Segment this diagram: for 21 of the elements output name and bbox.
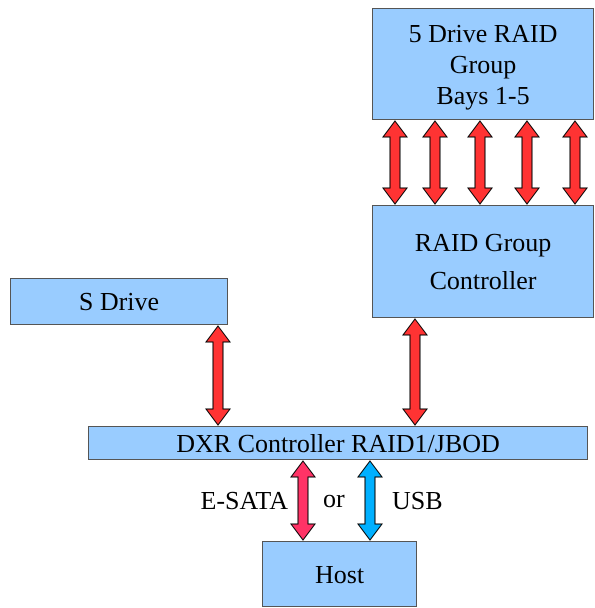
process-box (88, 426, 588, 460)
double-arrow (467, 120, 493, 205)
double-arrow (290, 460, 316, 541)
double-arrow (382, 120, 408, 205)
double-arrow (422, 120, 448, 205)
double-arrow (562, 120, 588, 205)
process-box (372, 205, 594, 318)
double-arrow (205, 325, 231, 426)
process-box (262, 541, 417, 607)
box-label: 5 Drive RAID Group (408, 18, 558, 80)
double-arrow (357, 460, 383, 541)
box-label: RAID Group Controller (414, 226, 552, 296)
box-label: Host (314, 558, 364, 590)
box-label: DXR Controller RAID1/JBOD (176, 428, 500, 460)
note-text: or (323, 484, 345, 514)
process-box (10, 278, 228, 325)
box-label: Bays 1-5 (436, 80, 530, 110)
double-arrow (402, 318, 428, 426)
double-arrow (514, 120, 540, 205)
process-box (372, 8, 594, 120)
box-label: S Drive (78, 286, 160, 318)
